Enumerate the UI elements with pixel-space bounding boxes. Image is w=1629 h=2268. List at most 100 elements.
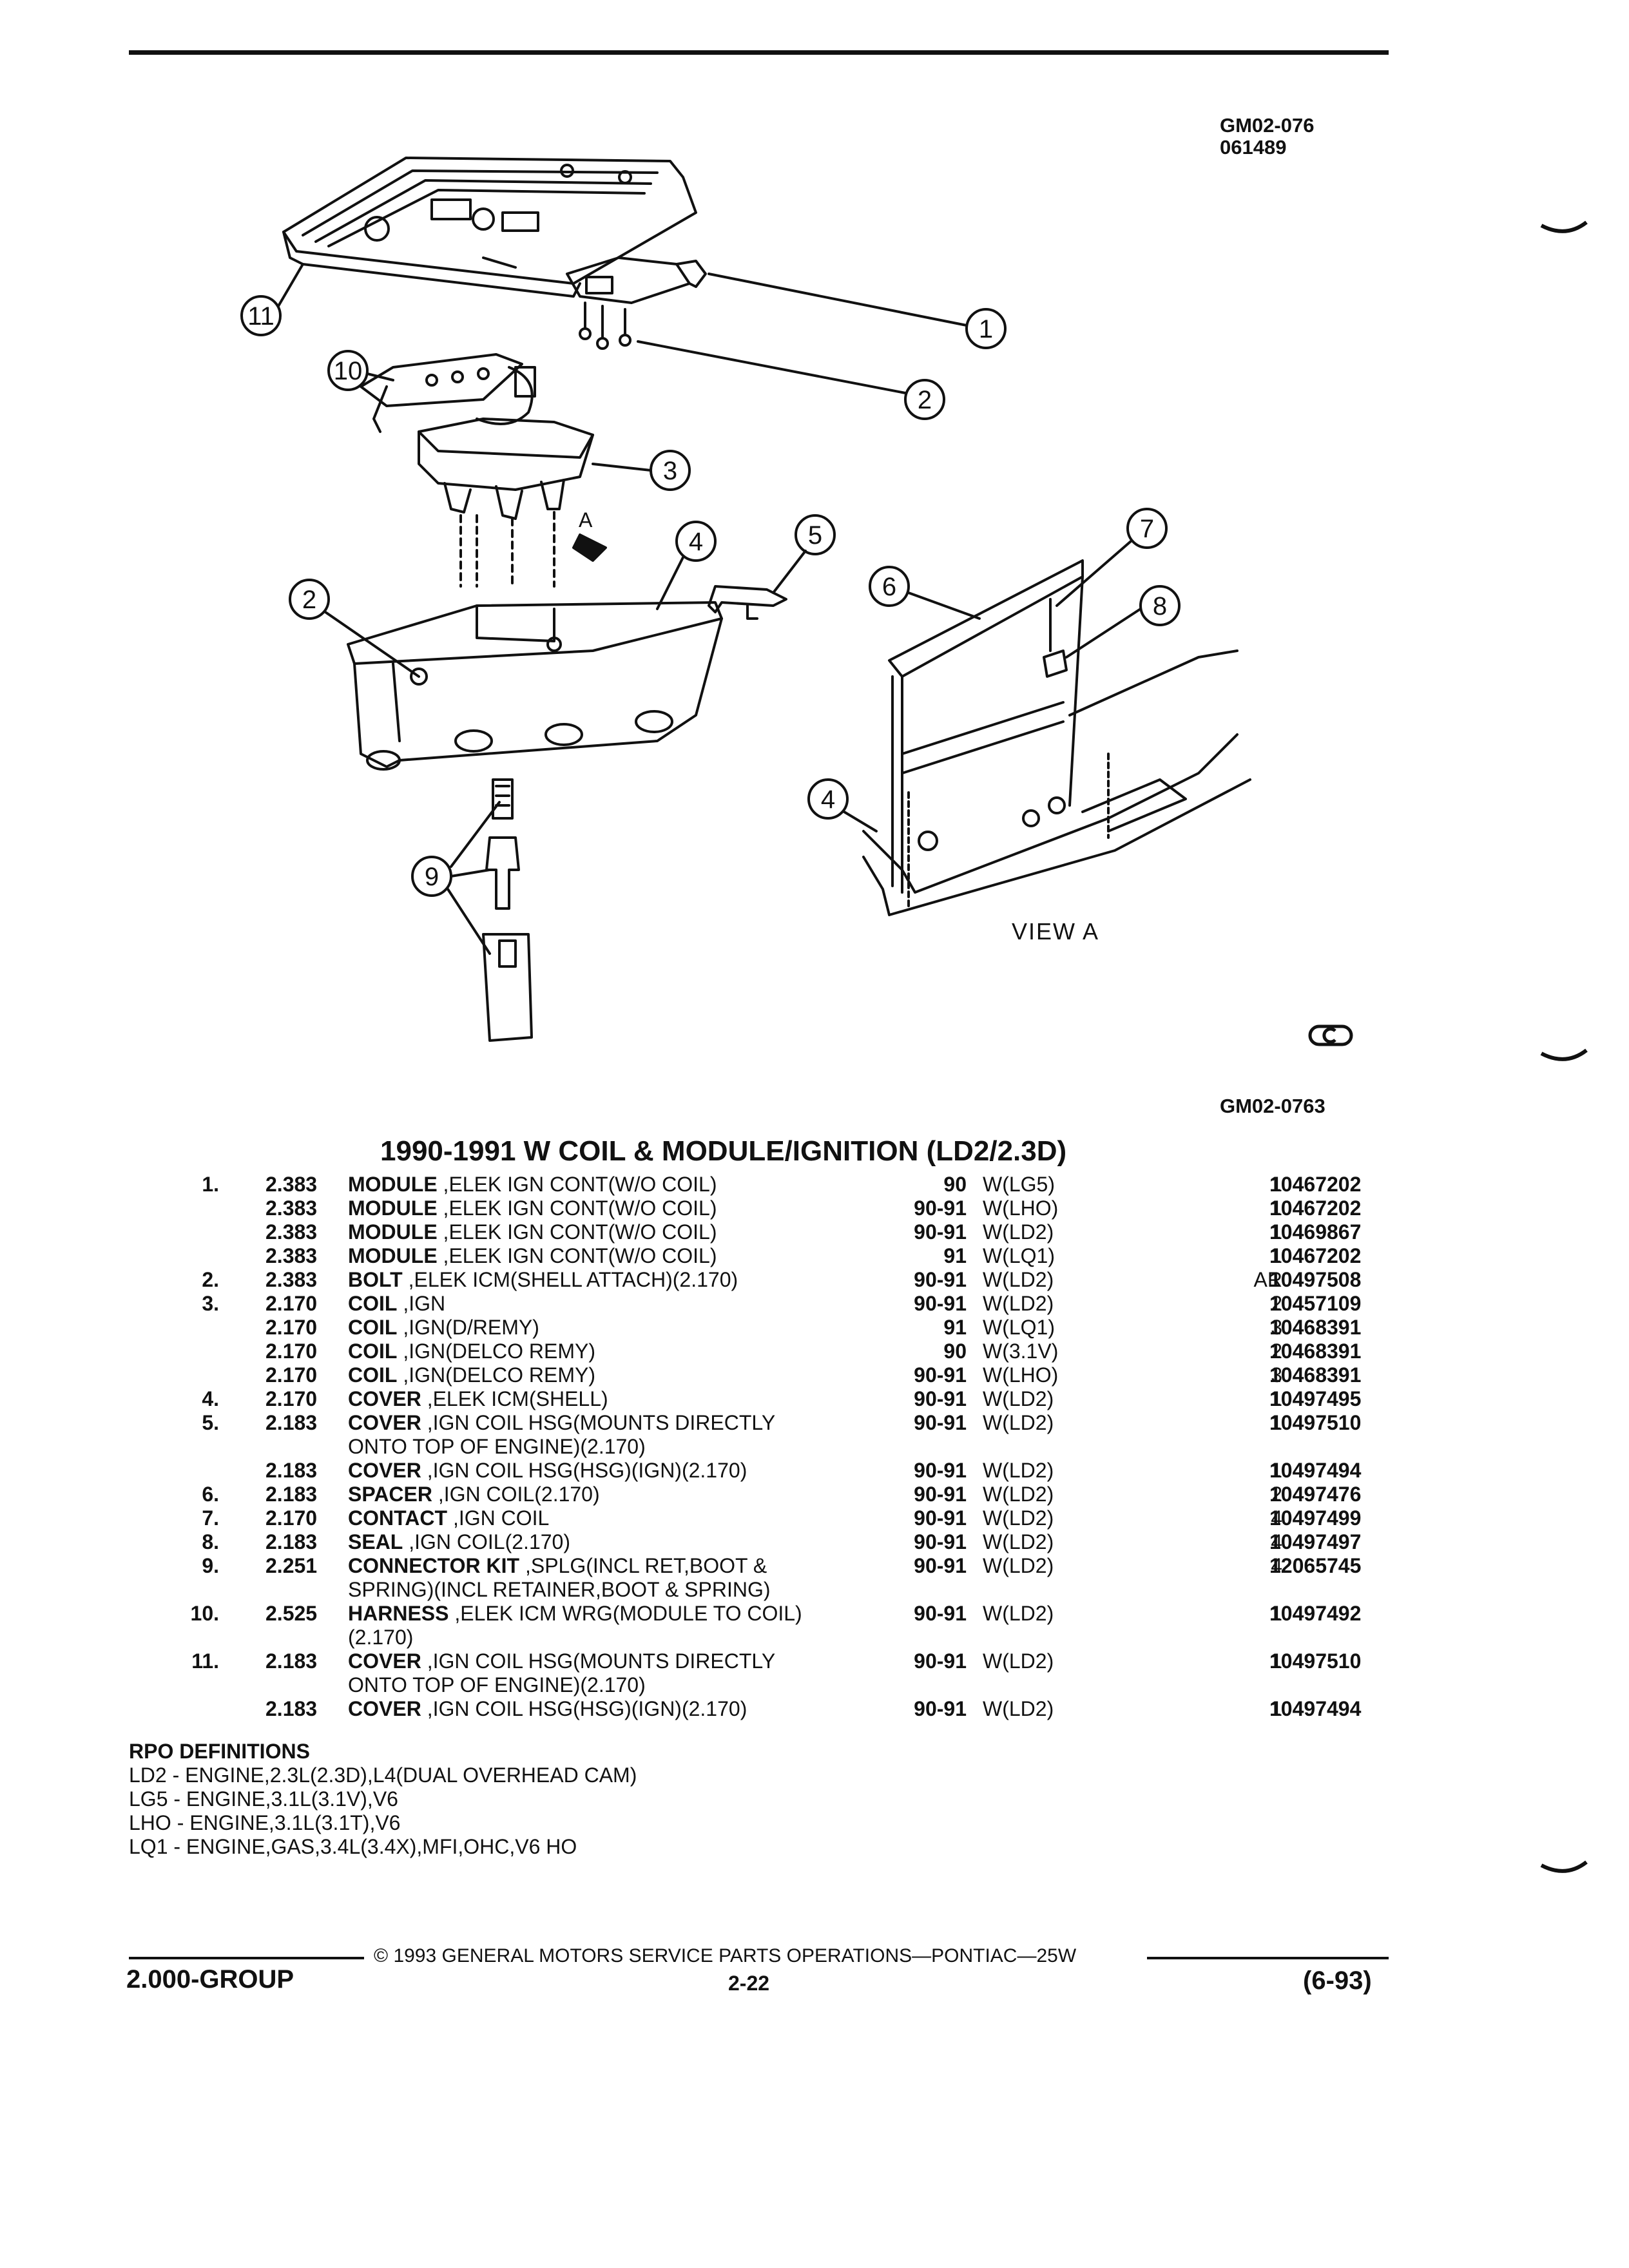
rpo-definition: LHO - ENGINE,3.1L(3.1T),V6 <box>129 1811 401 1834</box>
part-number: 10467202 <box>1269 1173 1362 1196</box>
part-name: CONTACT <box>348 1506 448 1530</box>
group-number: 2.525 <box>265 1602 318 1625</box>
model-years: 90-91 <box>914 1483 967 1506</box>
callout-9 <box>411 801 501 955</box>
callout-6 <box>869 566 981 620</box>
part-number: 10497494 <box>1269 1459 1362 1482</box>
part-detail: ,ELEK IGN CONT(W/O COIL) <box>443 1244 717 1267</box>
part-detail-continued: SPRING)(INCL RETAINER,BOOT & SPRING) <box>348 1578 771 1601</box>
part-detail: ,IGN COIL HSG(HSG)(IGN)(2.170) <box>427 1459 747 1482</box>
model-years: 90-91 <box>914 1530 967 1553</box>
model-years: 90-91 <box>914 1602 967 1625</box>
part-description: SPACER ,IGN COIL(2.170) <box>348 1483 600 1506</box>
quantity: 1 <box>1271 1244 1282 1267</box>
quantity: 4 <box>1271 1554 1282 1577</box>
rpo-code: W(LQ1) <box>983 1244 1055 1267</box>
figure-ref-code: GM02-076 <box>1220 114 1315 137</box>
quantity: 2 <box>1271 1340 1282 1363</box>
part-detail: ,ELEK IGN CONT(W/O COIL) <box>443 1220 717 1244</box>
rpo-code: W(LD2) <box>983 1459 1054 1482</box>
callout-3 <box>592 450 691 491</box>
part-detail: ,IGN(DELCO REMY) <box>403 1340 596 1363</box>
group-number: 2.383 <box>265 1268 318 1291</box>
model-years: 90-91 <box>914 1411 967 1434</box>
rpo-code: W(LD2) <box>983 1411 1054 1434</box>
rpo-code: W(LHO) <box>983 1363 1059 1387</box>
quantity: 2 <box>1271 1483 1282 1506</box>
item-number: 10. <box>190 1602 219 1625</box>
model-years: 90-91 <box>914 1554 967 1577</box>
figure-date-code: 061489 <box>1220 136 1287 159</box>
part-description: COIL ,IGN(D/REMY) <box>348 1316 539 1339</box>
item-number: 7. <box>202 1506 219 1530</box>
rpo-definition: LD2 - ENGINE,2.3L(2.3D),L4(DUAL OVERHEAD… <box>129 1763 637 1787</box>
part-number: 10497497 <box>1269 1530 1362 1553</box>
part-name: CONNECTOR KIT <box>348 1554 520 1577</box>
scan-mark-icon <box>1540 1048 1588 1061</box>
callout-1 <box>708 273 1007 349</box>
part-number: 10497494 <box>1269 1697 1362 1720</box>
group-number: 2.183 <box>265 1530 318 1553</box>
footer-date: (6-93) <box>1303 1966 1372 1995</box>
housing-clip-illustration <box>708 585 787 620</box>
part-name: MODULE <box>348 1196 438 1220</box>
part-number: 10497492 <box>1269 1602 1362 1625</box>
part-detail: ,ELEK IGN CONT(W/O COIL) <box>443 1196 717 1220</box>
callout-label-4b: 4 <box>821 785 835 814</box>
part-detail: ,IGN COIL(2.170) <box>409 1530 570 1553</box>
model-years: 90-91 <box>914 1649 967 1673</box>
part-description: CONNECTOR KIT ,SPLG(INCL RET,BOOT & <box>348 1554 767 1577</box>
item-number: 6. <box>202 1483 219 1506</box>
view-a-arrow <box>572 533 607 562</box>
section-title: 1990-1991 W COIL & MODULE/IGNITION (LD2/… <box>380 1135 1067 1167</box>
part-name: COVER <box>348 1387 421 1410</box>
part-number: 10467202 <box>1269 1244 1362 1267</box>
part-description: COVER ,IGN COIL HSG(MOUNTS DIRECTLY <box>348 1411 775 1434</box>
part-detail: ,IGN COIL <box>452 1506 550 1530</box>
wiring-harness-illustration <box>360 353 536 433</box>
part-name: COIL <box>348 1363 398 1387</box>
item-number: 5. <box>202 1411 219 1434</box>
part-detail-continued: ONTO TOP OF ENGINE)(2.170) <box>348 1673 646 1696</box>
group-number: 2.183 <box>265 1649 318 1673</box>
part-name: SPACER <box>348 1483 432 1506</box>
part-description: COIL ,IGN(DELCO REMY) <box>348 1363 595 1387</box>
item-number: 11. <box>191 1649 219 1673</box>
part-name: COVER <box>348 1459 421 1482</box>
item-number: 9. <box>202 1554 219 1577</box>
callout-label-7: 7 <box>1140 515 1154 543</box>
footer-rule-left <box>129 1957 364 1959</box>
part-number: 10469867 <box>1269 1220 1362 1244</box>
rpo-code: W(LD2) <box>983 1220 1054 1244</box>
part-number: 12065745 <box>1269 1554 1362 1577</box>
part-detail: ,ELEK ICM(SHELL) <box>427 1387 608 1410</box>
model-years: 90-91 <box>914 1292 967 1315</box>
group-number: 2.383 <box>265 1196 318 1220</box>
part-name: MODULE <box>348 1173 438 1196</box>
quantity: 4 <box>1271 1530 1282 1553</box>
part-number: 10467202 <box>1269 1196 1362 1220</box>
item-number: 4. <box>202 1387 219 1410</box>
rpo-code: W(3.1V) <box>983 1340 1059 1363</box>
callout-label-5: 5 <box>808 521 822 550</box>
part-detail: ,SPLG(INCL RET,BOOT & <box>525 1554 767 1577</box>
model-years: 90-91 <box>914 1506 967 1530</box>
rpo-code: W(LD2) <box>983 1530 1054 1553</box>
callout-label-8: 8 <box>1153 592 1167 620</box>
rpo-code: W(LD2) <box>983 1292 1054 1315</box>
part-name: COIL <box>348 1316 398 1339</box>
model-years: 90-91 <box>914 1363 967 1387</box>
rpo-definition: LG5 - ENGINE,3.1L(3.1V),V6 <box>129 1787 398 1811</box>
group-number: 2.251 <box>265 1554 318 1577</box>
footer-group-label: 2.000-GROUP <box>126 1965 294 1994</box>
callout-8 <box>1065 585 1181 658</box>
part-name: COIL <box>348 1340 398 1363</box>
part-name: COVER <box>348 1697 421 1720</box>
group-number: 2.170 <box>265 1387 318 1410</box>
part-description: COIL ,IGN <box>348 1292 445 1315</box>
rpo-code: W(LD2) <box>983 1506 1054 1530</box>
part-detail: ,IGN COIL HSG(HSG)(IGN)(2.170) <box>427 1697 747 1720</box>
model-years: 91 <box>943 1244 967 1267</box>
model-years: 90-91 <box>914 1387 967 1410</box>
group-number: 2.170 <box>265 1292 318 1315</box>
